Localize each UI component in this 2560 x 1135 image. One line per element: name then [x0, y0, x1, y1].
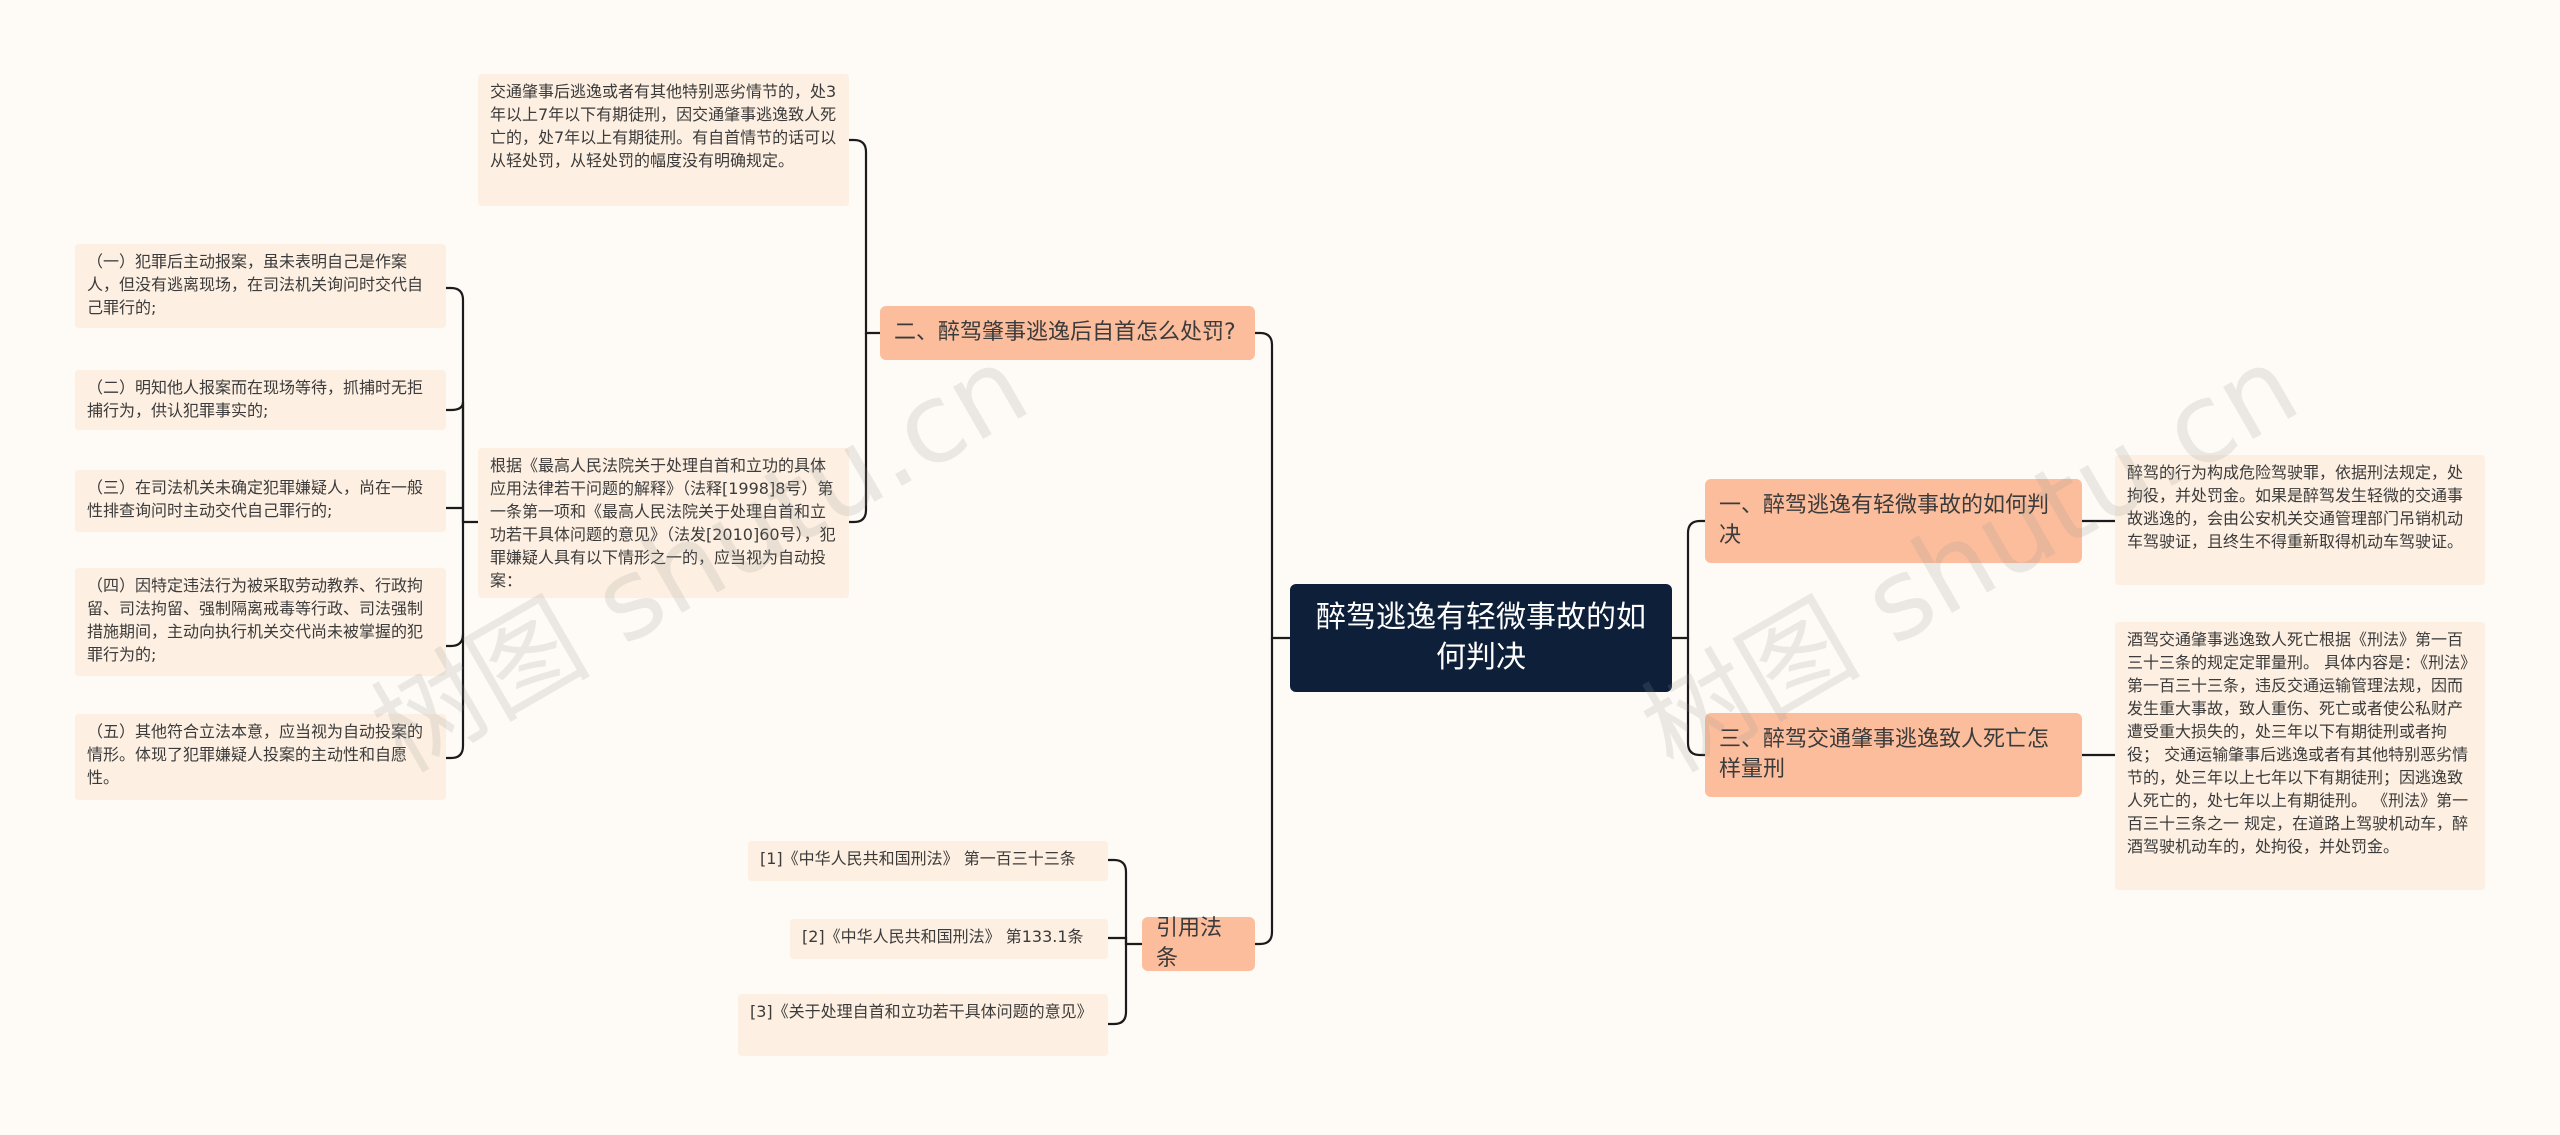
branch-3-title: 三、醉驾交通肇事逃逸致人死亡怎样量刑 [1719, 727, 2050, 782]
branch-1-leaf[interactable]: 醉驾的行为构成危险驾驶罪，依据刑法规定，处拘役，并处罚金。如果是醉驾发生轻微的交… [2115, 455, 2485, 585]
sub-item-2-text: （二）明知他人报案而在现场等待，抓捕时无拒捕行为，供认犯罪事实的; [87, 378, 424, 420]
sub-item-1[interactable]: （一）犯罪后主动报案，虽未表明自己是作案人，但没有逃离现场，在司法机关询问时交代… [75, 244, 446, 328]
sub-item-4-text: （四）因特定违法行为被采取劳动教养、行政拘留、司法拘留、强制隔离戒毒等行政、司法… [87, 576, 424, 664]
sub-item-1-text: （一）犯罪后主动报案，虽未表明自己是作案人，但没有逃离现场，在司法机关询问时交代… [87, 252, 424, 317]
branch-3-node[interactable]: 三、醉驾交通肇事逃逸致人死亡怎样量刑 [1705, 713, 2082, 797]
branch-3-leaf[interactable]: 酒驾交通肇事逃逸致人死亡根据《刑法》第一百三十三条的规定定罪量刑。 具体内容是：… [2115, 622, 2485, 890]
branch-4-title: 引用法条 [1156, 916, 1223, 971]
branch-1-node[interactable]: 一、醉驾逃逸有轻微事故的如何判决 [1705, 479, 2082, 563]
ref-item-1[interactable]: [1]《中华人民共和国刑法》 第一百三十三条 [748, 841, 1108, 881]
sub-item-5-text: （五）其他符合立法本意，应当视为自动投案的情形。体现了犯罪嫌疑人投案的主动性和自… [87, 722, 424, 787]
ref-item-1-text: [1]《中华人民共和国刑法》 第一百三十三条 [760, 849, 1076, 868]
sub-item-3-text: （三）在司法机关未确定犯罪嫌疑人，尚在一般性排查询问时主动交代自己罪行的; [87, 478, 424, 520]
sub-item-4[interactable]: （四）因特定违法行为被采取劳动教养、行政拘留、司法拘留、强制隔离戒毒等行政、司法… [75, 568, 446, 676]
branch-2-leaf-mid-text: 根据《最高人民法院关于处理自首和立功的具体应用法律若干问题的解释》（法释[199… [490, 456, 836, 590]
branch-3-leaf-text: 酒驾交通肇事逃逸致人死亡根据《刑法》第一百三十三条的规定定罪量刑。 具体内容是：… [2127, 630, 2469, 856]
ref-item-2-text: [2]《中华人民共和国刑法》 第133.1条 [802, 927, 1084, 946]
branch-2-title: 二、醉驾肇事逃逸后自首怎么处罚? [894, 320, 1236, 345]
sub-item-2[interactable]: （二）明知他人报案而在现场等待，抓捕时无拒捕行为，供认犯罪事实的; [75, 370, 446, 430]
root-title: 醉驾逃逸有轻微事故的如何判决 [1316, 600, 1646, 675]
branch-4-node[interactable]: 引用法条 [1142, 916, 1255, 971]
sub-item-3[interactable]: （三）在司法机关未确定犯罪嫌疑人，尚在一般性排查询问时主动交代自己罪行的; [75, 470, 446, 532]
sub-item-5[interactable]: （五）其他符合立法本意，应当视为自动投案的情形。体现了犯罪嫌疑人投案的主动性和自… [75, 714, 446, 800]
branch-1-title: 一、醉驾逃逸有轻微事故的如何判决 [1719, 493, 2050, 548]
branch-2-node[interactable]: 二、醉驾肇事逃逸后自首怎么处罚? [880, 306, 1255, 360]
branch-2-leaf-mid[interactable]: 根据《最高人民法院关于处理自首和立功的具体应用法律若干问题的解释》（法释[199… [478, 448, 849, 598]
ref-item-2[interactable]: [2]《中华人民共和国刑法》 第133.1条 [790, 919, 1108, 959]
ref-item-3[interactable]: [3]《关于处理自首和立功若干具体问题的意见》 [738, 994, 1108, 1056]
branch-2-leaf-top-text: 交通肇事后逃逸或者有其他特别恶劣情节的，处3年以上7年以下有期徒刑，因交通肇事逃… [490, 82, 837, 170]
ref-item-3-text: [3]《关于处理自首和立功若干具体问题的意见》 [750, 1002, 1093, 1021]
branch-2-leaf-top[interactable]: 交通肇事后逃逸或者有其他特别恶劣情节的，处3年以上7年以下有期徒刑，因交通肇事逃… [478, 74, 849, 206]
branch-1-leaf-text: 醉驾的行为构成危险驾驶罪，依据刑法规定，处拘役，并处罚金。如果是醉驾发生轻微的交… [2127, 463, 2464, 551]
root-node[interactable]: 醉驾逃逸有轻微事故的如何判决 [1290, 584, 1672, 692]
